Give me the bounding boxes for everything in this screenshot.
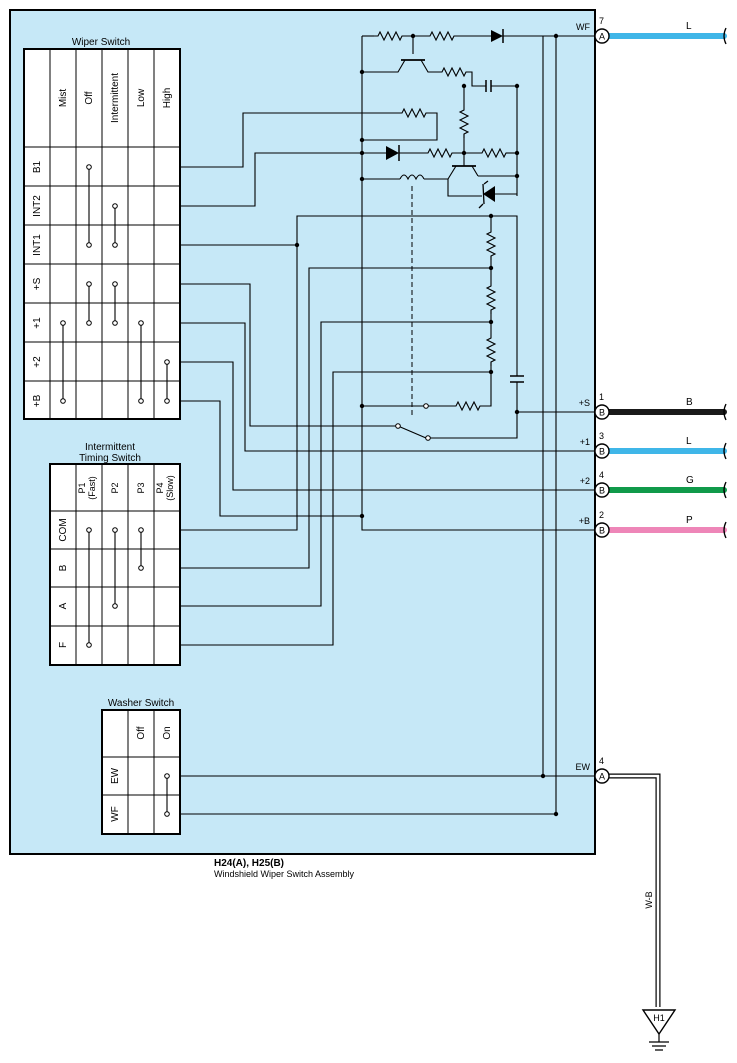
wiper-switch-title: Wiper Switch bbox=[72, 37, 130, 48]
assembly-name: Windshield Wiper Switch Assembly bbox=[214, 869, 355, 879]
washer-col-off: Off bbox=[136, 726, 147, 739]
svg-text:3: 3 bbox=[599, 431, 604, 441]
wiper-row-b1: B1 bbox=[32, 160, 43, 173]
ground-wire-label: W-B bbox=[644, 891, 654, 908]
terminal-1: +1 3 B bbox=[580, 431, 610, 459]
wiper-row-int1: INT1 bbox=[32, 234, 43, 256]
svg-text:P2: P2 bbox=[110, 482, 120, 493]
wire-label-s: B bbox=[686, 397, 693, 408]
timing-switch-contacts bbox=[86, 527, 144, 648]
svg-text:WF: WF bbox=[576, 22, 590, 32]
timing-switch-title-2: Timing Switch bbox=[79, 453, 141, 464]
ground-id: H1 bbox=[653, 1013, 665, 1023]
svg-text:4: 4 bbox=[599, 756, 604, 766]
svg-text:1: 1 bbox=[599, 392, 604, 402]
timing-col-p1: P1 (Fast) bbox=[77, 476, 97, 500]
wiper-col-off: Off bbox=[84, 91, 95, 104]
timing-row-com: COM bbox=[58, 518, 69, 541]
wiper-col-mist: Mist bbox=[58, 89, 69, 108]
wire-label-2: G bbox=[686, 475, 694, 486]
svg-text:7: 7 bbox=[599, 16, 604, 26]
svg-text:A: A bbox=[599, 772, 605, 782]
svg-text:2: 2 bbox=[599, 510, 604, 520]
svg-text:4: 4 bbox=[599, 470, 604, 480]
wiper-col-intermittent: Intermittent bbox=[110, 73, 121, 123]
terminal-2: +2 4 B bbox=[580, 470, 610, 498]
wire-label-1: L bbox=[686, 436, 692, 447]
timing-row-f: F bbox=[58, 642, 69, 648]
svg-text:+2: +2 bbox=[580, 476, 590, 486]
wiper-row-1: +1 bbox=[32, 317, 43, 329]
washer-switch-contacts bbox=[164, 773, 170, 817]
harness-wires bbox=[606, 27, 727, 1007]
svg-text:B: B bbox=[599, 486, 605, 496]
washer-col-on: On bbox=[162, 726, 173, 739]
svg-text:(Slow): (Slow) bbox=[165, 475, 175, 501]
svg-text:B: B bbox=[599, 447, 605, 457]
terminal-b: +B 2 B bbox=[579, 510, 610, 538]
washer-row-wf: WF bbox=[110, 806, 121, 822]
svg-text:+B: +B bbox=[579, 516, 590, 526]
svg-text:B: B bbox=[599, 526, 605, 536]
washer-switch-table: Washer Switch Off On EW WF bbox=[101, 698, 181, 835]
wiper-col-low: Low bbox=[136, 88, 147, 107]
ground-symbol-icon: H1 bbox=[641, 1009, 677, 1051]
svg-text:+S: +S bbox=[579, 398, 590, 408]
wire-label-wf: L bbox=[686, 21, 692, 32]
wiper-switch-table: Wiper Switch Mist Off Intermittent Low H… bbox=[23, 37, 181, 420]
wiper-col-high: High bbox=[162, 88, 173, 109]
wiper-row-int2: INT2 bbox=[32, 195, 43, 217]
wiper-row-s: +S bbox=[32, 277, 43, 290]
svg-text:(Fast): (Fast) bbox=[87, 476, 97, 500]
svg-text:B: B bbox=[599, 408, 605, 418]
svg-text:A: A bbox=[599, 32, 605, 42]
connector-ids: H24(A), H25(B) bbox=[214, 858, 284, 869]
svg-text:P1: P1 bbox=[77, 482, 87, 493]
svg-text:EW: EW bbox=[576, 762, 591, 772]
wiper-switch-contacts bbox=[60, 164, 170, 404]
svg-text:P4: P4 bbox=[155, 482, 165, 493]
svg-text:+1: +1 bbox=[580, 437, 590, 447]
timing-col-p3: P3 bbox=[136, 482, 146, 493]
washer-row-ew: EW bbox=[110, 767, 121, 784]
wire-label-b: P bbox=[686, 515, 693, 526]
wiper-row-b: +B bbox=[32, 394, 43, 407]
timing-switch-table: Intermittent Timing Switch P1 (Fast) P2 … bbox=[49, 442, 181, 666]
washer-switch-title: Washer Switch bbox=[108, 698, 174, 709]
wiper-row-2: +2 bbox=[32, 356, 43, 368]
timing-col-p2: P2 bbox=[110, 482, 120, 493]
svg-text:P3: P3 bbox=[136, 482, 146, 493]
terminal-ew: EW 4 A bbox=[576, 756, 610, 784]
timing-switch-title-1: Intermittent bbox=[85, 442, 135, 453]
timing-row-b: B bbox=[58, 564, 69, 571]
internal-wiring bbox=[180, 29, 598, 817]
timing-col-p4: P4 (Slow) bbox=[155, 475, 175, 501]
terminal-wf: WF 7 A bbox=[576, 16, 610, 44]
timing-row-a: A bbox=[58, 602, 69, 609]
terminal-s: +S 1 B bbox=[579, 392, 610, 420]
